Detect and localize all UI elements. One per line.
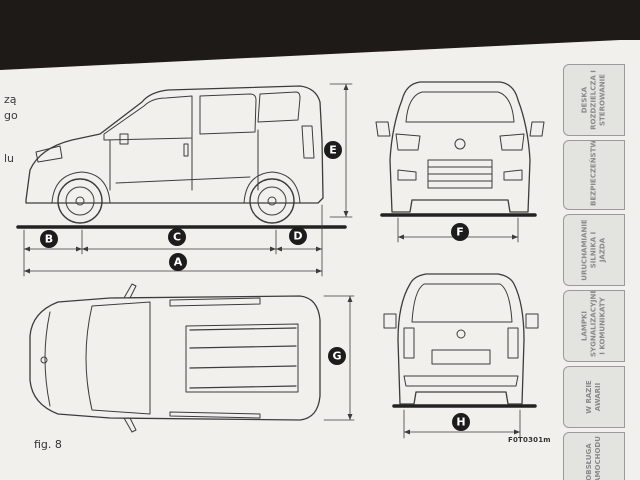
rear-wheel-arch (243, 171, 301, 204)
front-mirrors (375, 121, 545, 137)
top-badge (40, 356, 48, 364)
dimension-badge-C: C (168, 228, 186, 246)
tab-warning-lights[interactable]: LAMPKI SYGNALIZACYJNE I KOMUNIKATY (563, 290, 625, 362)
side-sliding-window (199, 93, 257, 135)
dimension-badge-B: B (40, 230, 58, 248)
dimension-badge-A: A (169, 253, 187, 271)
side-extension-lines (23, 204, 323, 277)
side-door-handle (183, 143, 189, 157)
top-mirrors (123, 283, 137, 433)
svg-text:G: G (332, 350, 341, 363)
top-windscreen (85, 301, 151, 415)
tab-maintenance[interactable]: OBSŁUGA SAMOCHODU (563, 432, 625, 480)
side-headlamp (35, 145, 63, 163)
rear-tail-lamps (403, 327, 519, 359)
front-wheel (57, 178, 103, 224)
tab-label: BEZPIECZEŃSTWO (589, 140, 598, 206)
rear-bumper (403, 375, 519, 387)
tab-label: LAMPKI SYGNALIZACYJNE I KOMUNIKATY (580, 290, 607, 357)
side-door-lines (109, 129, 259, 191)
cut-text-fragment-2: go (4, 109, 18, 122)
side-mirror (119, 133, 129, 145)
top-width-dimension (323, 295, 355, 421)
height-dimension-line (329, 83, 353, 218)
cut-text-fragment-3: lu (4, 152, 15, 165)
rear-body-outline (397, 273, 525, 405)
front-body-outline (389, 81, 531, 213)
svg-text:F: F (456, 226, 464, 239)
tab-emergency[interactable]: W RAZIE AWARII (563, 366, 625, 428)
front-windscreen (405, 91, 515, 123)
side-rub-strip (115, 176, 251, 184)
front-view (375, 81, 545, 243)
dimension-arrowheads (24, 84, 520, 435)
front-headlamps (395, 133, 525, 151)
rear-window (411, 283, 513, 323)
svg-text:B: B (45, 233, 53, 246)
front-grille (427, 159, 493, 189)
dimension-badge-H: H (452, 413, 470, 431)
tab-safety[interactable]: BEZPIECZEŃSTWO (563, 140, 625, 210)
rear-mirrors (383, 313, 539, 329)
top-sliding-door-tracks (169, 297, 261, 419)
tab-starting-driving[interactable]: URUCHAMIANIE SILNIKA I JAZDA (563, 214, 625, 286)
svg-text:D: D (293, 230, 302, 243)
side-dimension-lines (23, 248, 323, 272)
tab-label: OBSŁUGA SAMOCHODU (585, 436, 602, 480)
tab-label: DESKA ROZDZIELCZA I STEROWANIE (580, 70, 607, 130)
top-view (29, 283, 355, 433)
svg-text:A: A (174, 256, 183, 269)
dimension-badge-F: F (451, 223, 469, 241)
cut-text-fragment-1: zą (4, 93, 17, 106)
tab-dashboard-controls[interactable]: DESKA ROZDZIELCZA I STEROWANIE (563, 64, 625, 136)
svg-text:C: C (173, 231, 181, 244)
top-roof-panel (185, 323, 299, 393)
side-front-window (103, 95, 193, 141)
dimension-badge-D: D (289, 227, 307, 245)
side-body-outline (25, 85, 324, 204)
side-tail-lamp (301, 125, 315, 159)
rear-wheel-hub (267, 196, 277, 206)
svg-text:H: H (456, 416, 465, 429)
top-bonnet-line (44, 311, 51, 407)
front-wheel-rim (65, 186, 95, 216)
manual-page: zą go lu (0, 40, 640, 480)
side-view (16, 83, 353, 277)
dimension-badge-G: G (328, 347, 346, 365)
dimension-badge-E: E (324, 141, 342, 159)
rear-wheel-rim (257, 186, 287, 216)
svg-text:E: E (329, 144, 337, 157)
top-roof-rails (189, 327, 297, 389)
rear-badge (456, 329, 466, 339)
front-wheel-arch (51, 171, 111, 204)
front-wheel-hub (75, 196, 85, 206)
rear-width-dimension (403, 409, 521, 439)
tab-label: URUCHAMIANIE SILNIKA I JAZDA (580, 219, 607, 281)
front-fog-lamps (397, 169, 523, 181)
front-badge (454, 138, 466, 150)
vehicle-dimension-drawing: A B C D E F G H (16, 81, 545, 439)
side-rear-window (257, 91, 301, 123)
rear-wheel (249, 178, 295, 224)
top-body-outline (29, 295, 321, 421)
figure-image-code: F0T0301m (508, 436, 551, 444)
figure-caption: fig. 8 (34, 438, 62, 451)
rear-plate-recess (431, 349, 491, 365)
rear-view (383, 273, 539, 439)
tab-label: W RAZIE AWARII (585, 380, 602, 414)
